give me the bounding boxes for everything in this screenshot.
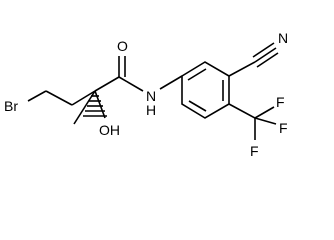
benzene-ring: [181, 61, 230, 119]
nitrile-nitrogen-label: N: [278, 30, 288, 46]
bond-ring-cn: [228, 61, 256, 77]
bond-ring-cf3: [228, 103, 256, 119]
amide-hydrogen-label: H: [146, 102, 156, 118]
bond-carbonyl-n: [118, 76, 144, 92]
bond-br-ch2: [27, 90, 47, 102]
bonds: [27, 42, 279, 140]
ring-double-1: [187, 68, 207, 81]
fluorine-1-label: F: [276, 94, 285, 110]
chemical-structure: Br O OH N H N F F F: [4, 30, 288, 158]
bromine-label: Br: [4, 98, 18, 114]
bond-cn-2: [256, 52, 279, 68]
bond-cn-3: [252, 42, 275, 58]
fluorine-3-label: F: [250, 143, 259, 158]
hydroxyl-label: OH: [99, 122, 120, 138]
bond-cq-methyl: [73, 90, 96, 125]
amide-nitrogen-label: N: [146, 88, 156, 104]
bond-cq-carbonyl: [94, 76, 120, 92]
bond-n-ring: [159, 75, 183, 90]
bond-cn-1: [254, 47, 277, 63]
bond-cf3-f2: [254, 117, 277, 125]
bond-cq-oh: [94, 90, 106, 119]
bond-ch2-cq: [71, 90, 96, 106]
bond-ch2-ch2b: [45, 90, 73, 106]
ring-double-3: [188, 100, 207, 112]
bond-cf3-f1: [254, 106, 275, 119]
carbonyl-oxygen-label: O: [117, 38, 128, 54]
atom-labels: Br O OH N H N F F F: [4, 30, 288, 158]
fluorine-2-label: F: [279, 120, 288, 136]
